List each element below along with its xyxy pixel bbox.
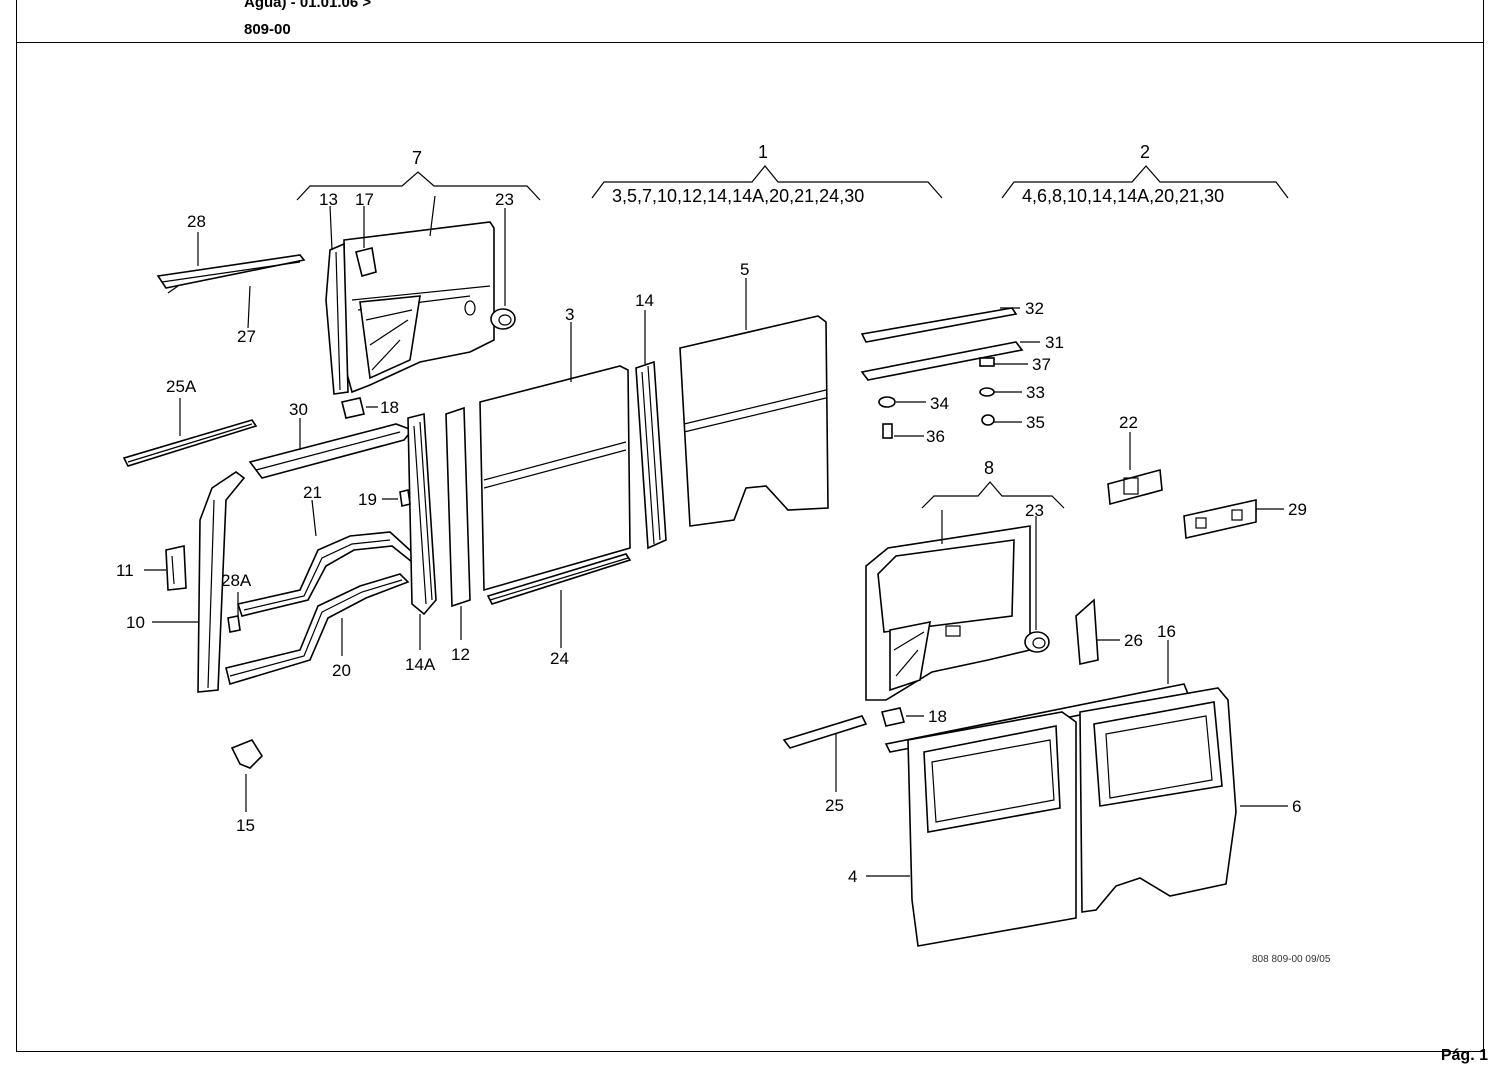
part-26-bracket xyxy=(1075,598,1099,665)
part-23-grommet-upper xyxy=(490,308,516,330)
callout-14A: 14A xyxy=(405,655,436,674)
callout-34: 34 xyxy=(930,394,949,413)
part-8-inner-panel xyxy=(865,525,1031,701)
callout-35: 35 xyxy=(1026,413,1045,432)
part-19-clip xyxy=(399,489,411,507)
part-24-sill xyxy=(486,553,632,605)
part-14A-pillar xyxy=(407,412,437,616)
group-bracket-8: 8 xyxy=(921,458,1065,509)
part-29-bracket xyxy=(1183,499,1257,539)
callout-6: 6 xyxy=(1292,797,1301,816)
fasteners-33-37 xyxy=(878,357,995,439)
callout-28: 28 xyxy=(187,212,206,231)
breadcrumb-line-2: 809-00 xyxy=(244,21,291,38)
group-bracket-1: 1 3,5,7,10,12,14,14A,20,21,24,30 xyxy=(591,142,943,206)
part-30-rail xyxy=(248,423,414,479)
part-13-pillar xyxy=(325,242,349,395)
part-15-bracket xyxy=(230,739,264,769)
part-25A-strip xyxy=(122,419,258,467)
callout-23-lower: 23 xyxy=(1025,501,1044,520)
page-frame xyxy=(16,0,1484,1052)
group-label-1: 1 xyxy=(758,142,768,162)
part-28-27-rail xyxy=(156,254,306,294)
callout-16: 16 xyxy=(1157,622,1176,641)
callout-22: 22 xyxy=(1119,413,1138,432)
page-number: Pág. 1 xyxy=(1440,1047,1488,1064)
callout-18-lower: 18 xyxy=(928,707,947,726)
callout-32: 32 xyxy=(1025,299,1044,318)
leader-lines xyxy=(144,195,1288,877)
callout-3: 3 xyxy=(565,305,574,324)
callout-31: 31 xyxy=(1045,333,1064,352)
callout-17: 17 xyxy=(355,190,374,209)
callout-25: 25 xyxy=(825,796,844,815)
callout-20: 20 xyxy=(332,661,351,680)
part-5-rear-panel xyxy=(679,315,829,527)
breadcrumb-line-1: Agua) - 01.01.06 > xyxy=(244,0,372,11)
part-20-arch-rail xyxy=(225,573,410,686)
callout-23-upper: 23 xyxy=(495,190,514,209)
group-items-2: 4,6,8,10,14,14A,20,21,30 xyxy=(1022,186,1224,206)
part-10-pillar xyxy=(197,471,246,693)
part-18-clip-upper xyxy=(341,397,365,419)
callout-19: 19 xyxy=(358,490,377,509)
callout-28A: 28A xyxy=(221,571,252,590)
callout-11: 11 xyxy=(116,561,134,580)
part-3-side-panel xyxy=(479,365,631,592)
part-12-strip xyxy=(445,406,471,608)
callout-36: 36 xyxy=(926,427,945,446)
part-6-rear-panel xyxy=(1079,687,1237,913)
group-label-7: 7 xyxy=(412,148,422,168)
callout-labels: 28 27 13 17 23 25A 30 18 3 14 5 32 31 37… xyxy=(116,190,1307,886)
callout-10: 10 xyxy=(126,613,145,632)
callout-29: 29 xyxy=(1288,500,1307,519)
callout-24: 24 xyxy=(550,649,569,668)
callout-15: 15 xyxy=(236,816,255,835)
callout-14: 14 xyxy=(635,291,654,310)
drawing-reference: 808 809-00 09/05 xyxy=(1252,954,1331,965)
callout-30: 30 xyxy=(289,400,308,419)
callout-33: 33 xyxy=(1026,383,1045,402)
part-11-bracket xyxy=(165,545,187,591)
part-31-rail xyxy=(860,341,1024,381)
group-bracket-7: 7 xyxy=(296,148,541,201)
part-32-rail xyxy=(860,307,1018,343)
callout-21: 21 xyxy=(303,483,322,502)
callout-5: 5 xyxy=(740,260,749,279)
group-label-8: 8 xyxy=(984,458,994,478)
callout-25A: 25A xyxy=(166,377,197,396)
callout-12: 12 xyxy=(451,645,470,664)
part-22-bracket xyxy=(1107,468,1163,506)
callout-27: 27 xyxy=(237,327,256,346)
group-items-1: 3,5,7,10,12,14,14A,20,21,24,30 xyxy=(612,186,864,206)
part-7-inner-panel xyxy=(343,221,495,394)
part-23-grommet-lower xyxy=(1024,631,1050,653)
group-bracket-2: 2 4,6,8,10,14,14A,20,21,30 xyxy=(1001,142,1289,206)
part-17-clip xyxy=(355,247,377,277)
callout-4: 4 xyxy=(848,867,857,886)
callout-37: 37 xyxy=(1032,355,1051,374)
callout-13: 13 xyxy=(319,190,338,209)
callout-26: 26 xyxy=(1124,631,1143,650)
group-label-2: 2 xyxy=(1140,142,1150,162)
header-separator xyxy=(16,42,1484,43)
part-14-pillar xyxy=(635,360,667,550)
callout-18-upper: 18 xyxy=(380,398,399,417)
part-28A-clip xyxy=(227,615,241,633)
part-4-door-panel xyxy=(907,711,1077,947)
part-18-clip-lower xyxy=(880,707,906,727)
part-25-strip xyxy=(782,715,868,749)
